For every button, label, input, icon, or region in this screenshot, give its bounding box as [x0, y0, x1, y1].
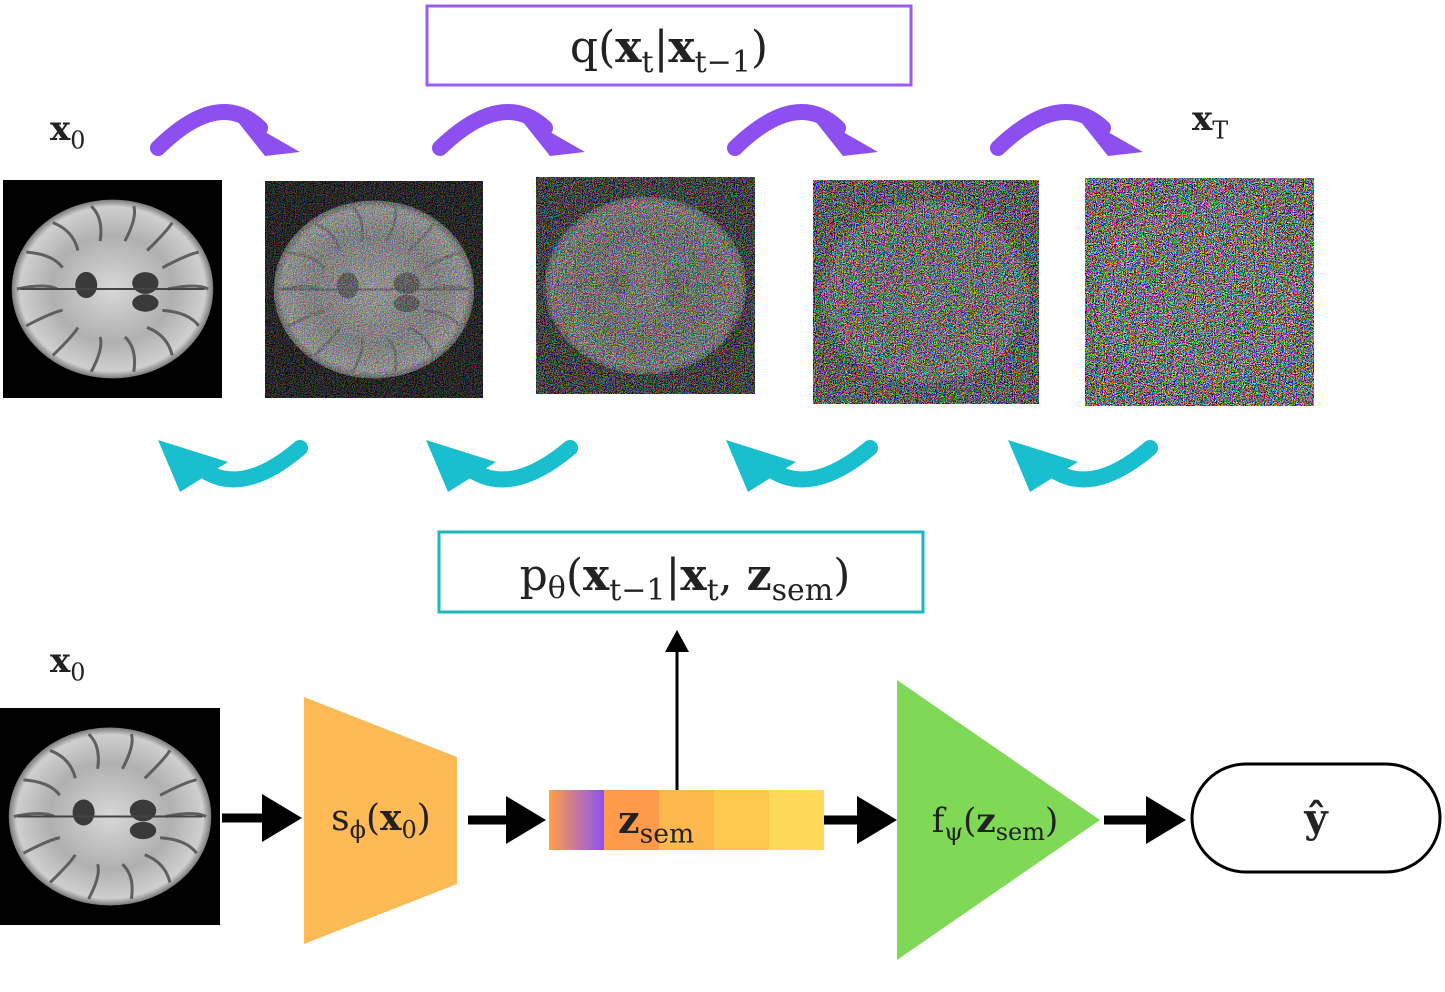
brain-image: [813, 180, 1039, 404]
encoder-formula-text: sϕ(x0): [331, 797, 431, 844]
brain-image: [1085, 178, 1314, 406]
latent-segment: [549, 790, 604, 850]
latent-vector: zsem: [549, 790, 824, 850]
x0-top-label: x0: [50, 109, 85, 155]
pipeline-arrowhead: [262, 794, 302, 842]
reverse-formula-text: pθ(xt−1|xt, zsem): [520, 550, 851, 608]
latent-segment: [604, 790, 659, 850]
latent-segment: [769, 790, 824, 850]
brain-image: [3, 180, 222, 398]
forward-formula-text: q(xt|xt−1): [570, 22, 768, 80]
reverse-arrowhead: [158, 440, 228, 492]
reverse-arrowhead: [426, 440, 496, 492]
reverse-arrows: [158, 440, 1158, 492]
forward-arrowhead: [230, 112, 300, 156]
latent-label: zsem: [618, 797, 694, 850]
x0-top-text: x0: [50, 109, 85, 155]
forward-process-box: q(xt|xt−1): [425, 4, 913, 87]
xT-label: xT: [1192, 99, 1228, 145]
conditioning-arrow: [665, 630, 689, 790]
classifier-formula: fψ(zsem): [932, 801, 1059, 846]
forward-arrowhead: [515, 112, 585, 156]
forward-arrows: [150, 104, 1143, 156]
classifier-formula-text: fψ(zsem): [932, 801, 1059, 846]
reverse-process-formula: pθ(xt−1|xt, zsem): [520, 550, 851, 608]
reverse-arrowhead: [726, 440, 796, 492]
xT-text: xT: [1192, 99, 1228, 145]
noising-image-row: [3, 177, 1314, 406]
forward-arrow: [150, 104, 268, 156]
pipeline-arrowhead: [506, 796, 546, 844]
input-image: [0, 708, 220, 925]
forward-process-formula: q(xt|xt−1): [570, 22, 768, 80]
pipeline-arrows: [222, 794, 1186, 844]
pipeline-arrowhead: [857, 796, 897, 844]
latent-segment: [659, 790, 714, 850]
encoder-block: sϕ(x0): [304, 697, 457, 944]
classifier-block: fψ(zsem): [897, 680, 1100, 960]
reverse-arrowhead: [1008, 440, 1078, 492]
brain-image: [536, 177, 755, 394]
pipeline-arrowhead: [1146, 796, 1186, 844]
encoder-formula: sϕ(x0): [331, 797, 431, 844]
output-node: ŷ: [1190, 762, 1442, 874]
forward-arrowhead: [808, 112, 878, 156]
forward-arrowhead: [1073, 112, 1143, 156]
forward-arrow: [727, 104, 846, 156]
x0-bottom-text: x0: [50, 641, 85, 687]
brain-image: [0, 708, 220, 925]
output-label: ŷ: [1303, 795, 1329, 842]
latent-label-text: zsem: [618, 797, 694, 850]
latent-segment: [714, 790, 769, 850]
x0-bottom-label: x0: [50, 641, 85, 687]
reverse-process-box: pθ(xt−1|xt, zsem): [437, 530, 925, 614]
forward-arrow: [432, 104, 553, 156]
forward-arrow: [990, 104, 1111, 156]
brain-image: [265, 181, 483, 398]
